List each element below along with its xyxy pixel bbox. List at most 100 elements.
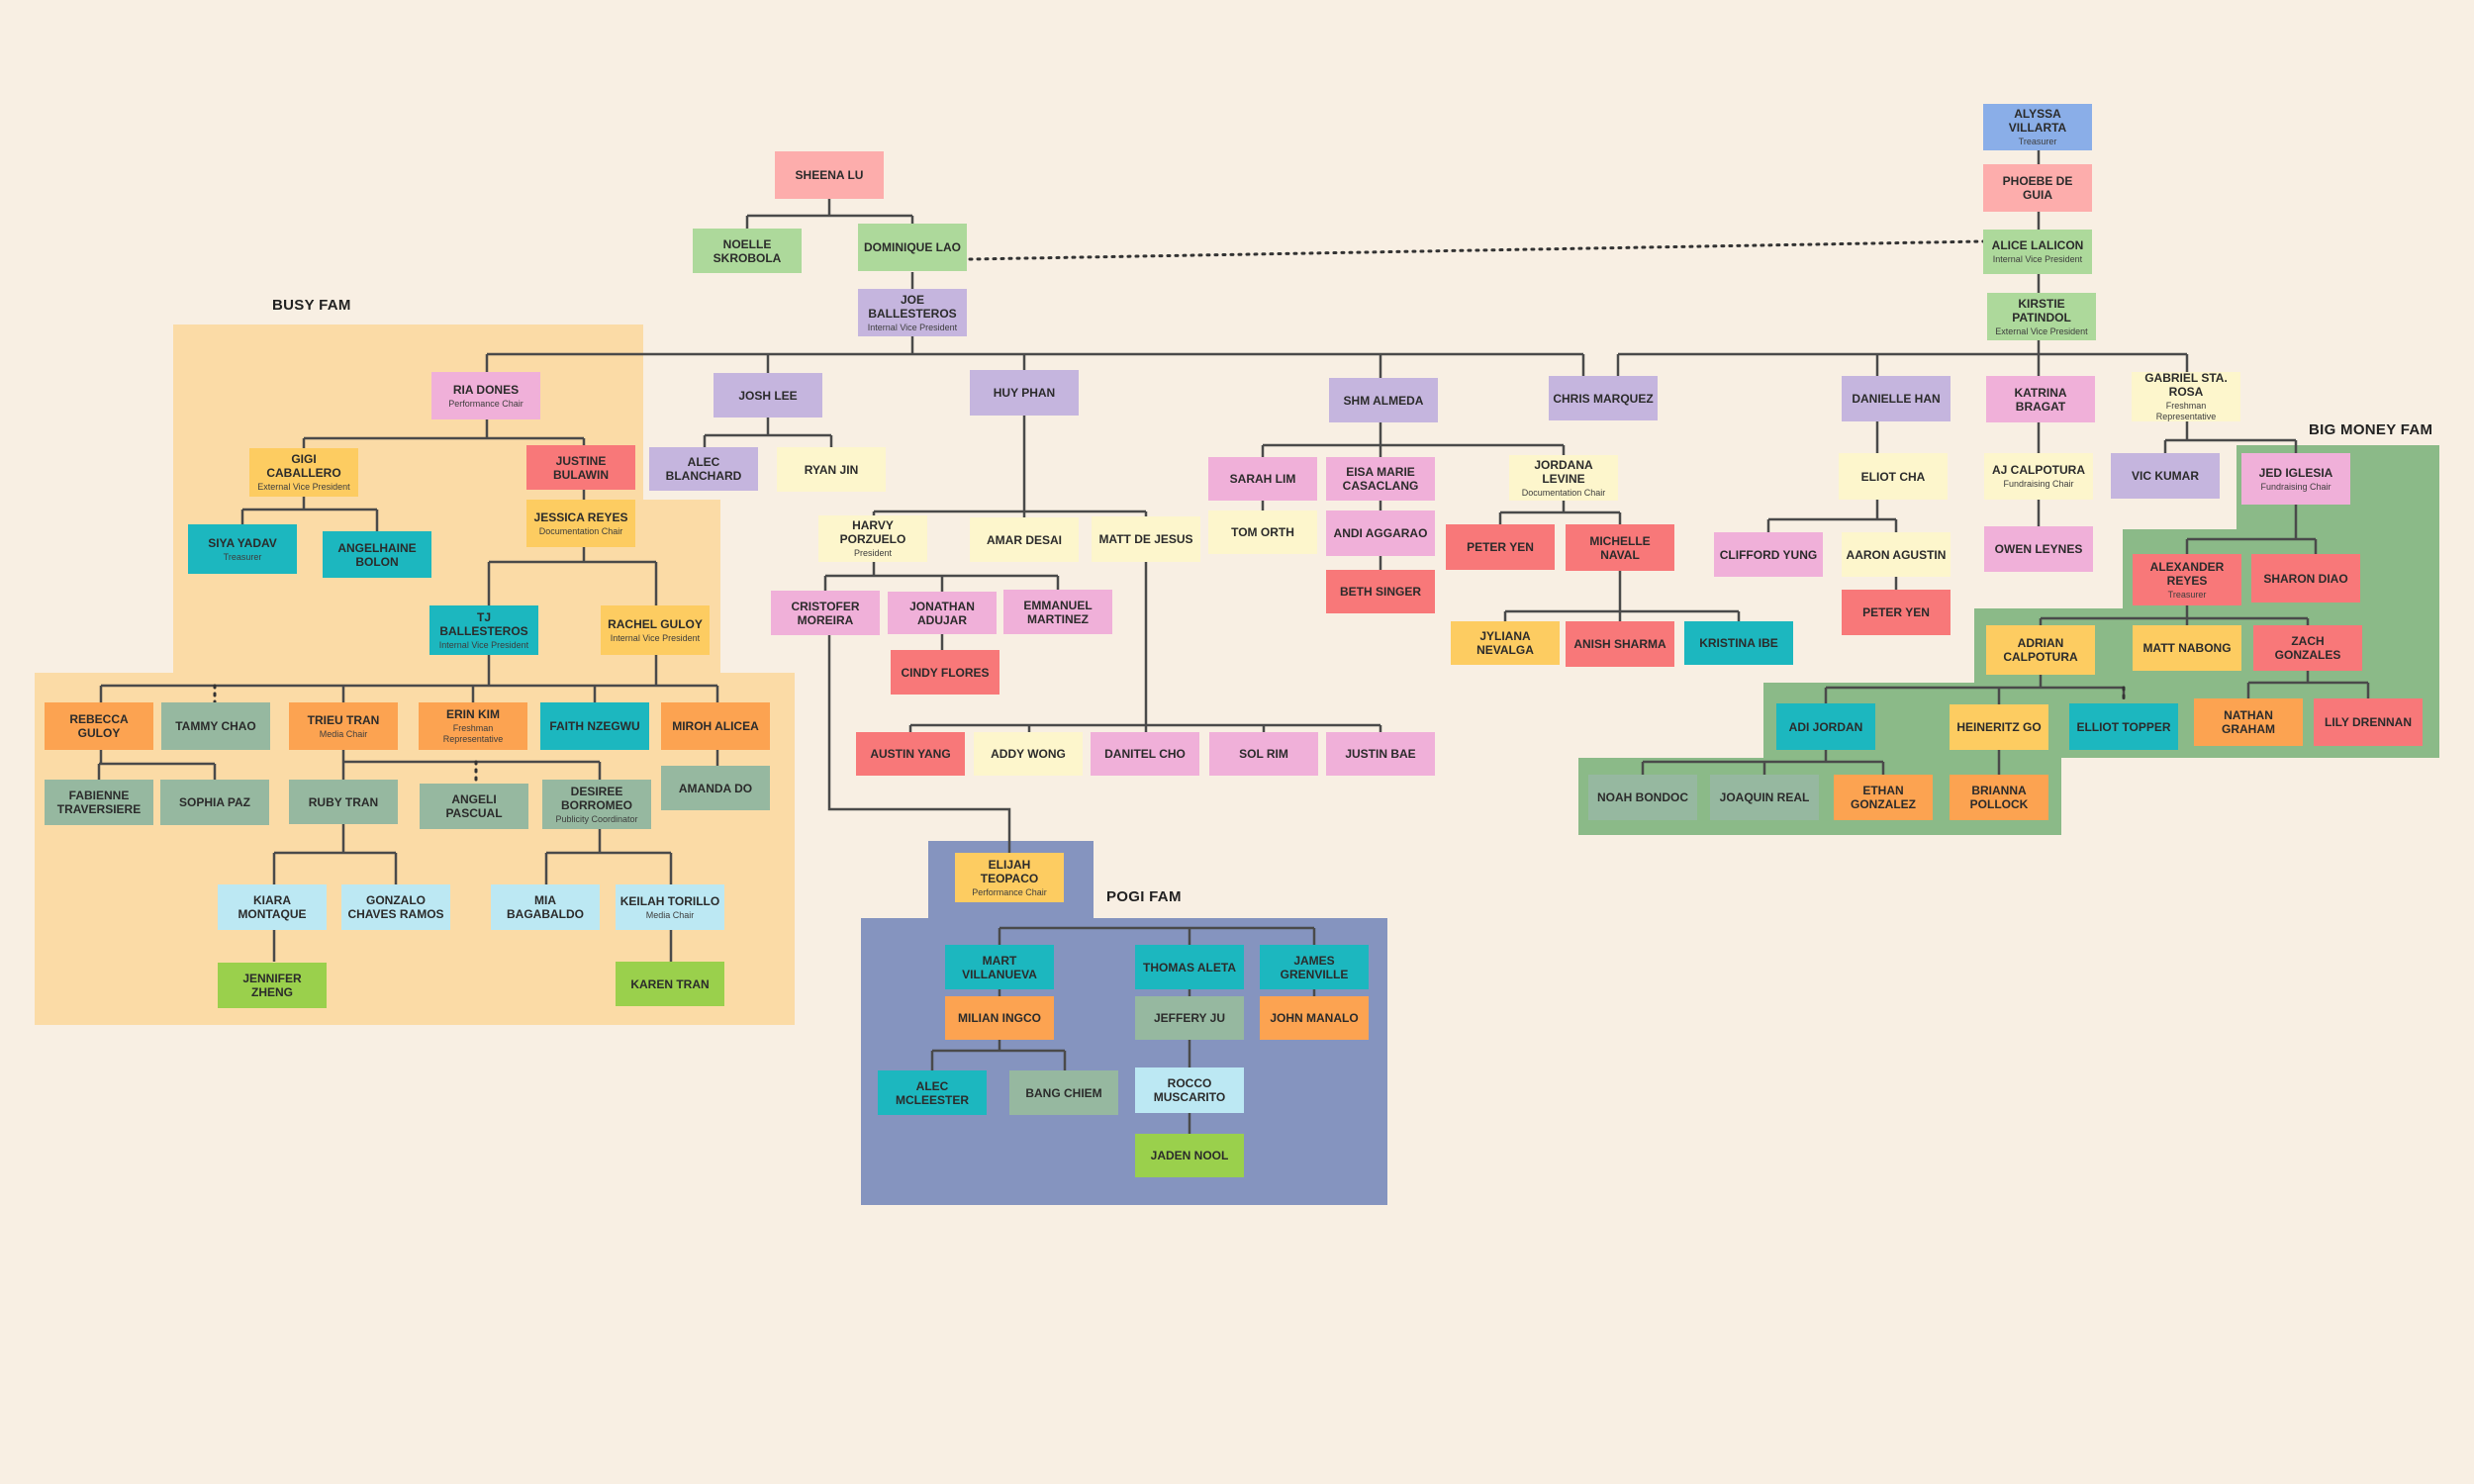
member-box-john-manalo: JOHN MANALO <box>1260 996 1369 1040</box>
member-box-elliot-topper: ELLIOT TOPPER <box>2069 703 2178 750</box>
member-box-andi-aggarao: ANDI AGGARAO <box>1326 510 1435 556</box>
member-role: Internal Vice President <box>438 639 529 650</box>
member-box-jaden-nool: JADEN NOOL <box>1135 1134 1244 1177</box>
member-role: Documentation Chair <box>538 525 623 536</box>
member-box-shm-almeda: SHM ALMEDA <box>1329 378 1438 422</box>
member-box-mart-villanueva: MART VILLANUEVA <box>945 945 1054 989</box>
member-box-austin-yang: AUSTIN YANG <box>856 732 965 776</box>
member-name: ZACH GONZALES <box>2274 634 2341 662</box>
member-role: Treasurer <box>223 551 262 562</box>
member-name: JOSH LEE <box>738 388 798 403</box>
member-box-justin-bae: JUSTIN BAE <box>1326 732 1435 776</box>
member-name: ADDY WONG <box>991 747 1066 761</box>
member-box-sarah-lim: SARAH LIM <box>1208 457 1317 501</box>
member-name: JEFFERY JU <box>1153 1011 1226 1025</box>
member-name: PETER YEN <box>1862 605 1930 619</box>
member-box-chris-marquez: CHRIS MARQUEZ <box>1549 376 1658 420</box>
member-name: OWEN LEYNES <box>1994 542 2083 556</box>
member-box-sol-rim: SOL RIM <box>1209 732 1318 776</box>
member-name: BANG CHIEM <box>1025 1085 1102 1100</box>
member-role: President <box>853 548 893 558</box>
member-box-matt-de-jesus: MATT DE JESUS <box>1092 516 1200 562</box>
member-name: REBECCA GULOY <box>69 712 129 740</box>
member-name: ALEXANDER REYES <box>2149 559 2225 588</box>
member-box-addy-wong: ADDY WONG <box>974 732 1083 776</box>
member-name: PETER YEN <box>1467 540 1534 554</box>
member-name: ALICE LALICON <box>1991 238 2084 252</box>
member-name: HUY PHAN <box>993 386 1056 400</box>
member-name: KRISTINA IBE <box>1699 636 1778 650</box>
member-role: Media Chair <box>645 909 695 920</box>
member-box-kiara-montaque: KIARA MONTAQUE <box>218 884 327 930</box>
member-name: NOAH BONDOC <box>1597 790 1688 804</box>
member-name: ETHAN GONZALEZ <box>1851 784 1916 811</box>
member-name: EISA MARIE CASACLANG <box>1342 465 1419 493</box>
member-role: Media Chair <box>319 728 368 739</box>
member-name: CLIFFORD YUNG <box>1719 547 1818 562</box>
member-role: Internal Vice President <box>1992 254 2083 264</box>
member-role: Publicity Coordinator <box>555 813 638 824</box>
member-box-tammy-chao: TAMMY CHAO <box>161 702 270 750</box>
member-box-bang-chiem: BANG CHIEM <box>1009 1070 1118 1115</box>
member-role: Performance Chair <box>972 886 1047 897</box>
member-name: ROCCO MUSCARITO <box>1153 1076 1226 1104</box>
member-role: Freshman Representative <box>2155 401 2217 421</box>
member-box-amar-desai: AMAR DESAI <box>970 517 1079 562</box>
member-name: HEINERITZ GO <box>1956 720 2042 734</box>
member-box-noah-bondoc: NOAH BONDOC <box>1588 775 1697 820</box>
member-name: KEILAH TORILLO <box>619 893 720 908</box>
member-name: SOPHIA PAZ <box>178 795 250 809</box>
member-name: RACHEL GULOY <box>608 616 703 631</box>
member-box-fabienne-traversiere: FABIENNE TRAVERSIERE <box>45 780 153 825</box>
member-name: AJ CALPOTURA <box>1991 463 2085 477</box>
member-name: JYLIANA NEVALGA <box>1476 629 1534 657</box>
member-role: External Vice President <box>257 482 350 492</box>
member-name: THOMAS ALETA <box>1143 960 1236 974</box>
member-name: MATT DE JESUS <box>1098 532 1193 546</box>
member-name: SHM ALMEDA <box>1343 393 1424 408</box>
member-box-aj-calpotura: AJ CALPOTURA Fundraising Chair <box>1984 453 2093 500</box>
member-box-karen-tran: KAREN TRAN <box>616 962 724 1006</box>
member-box-adi-jordan: ADI JORDAN <box>1776 703 1875 750</box>
member-role: Fundraising Chair <box>2003 479 2074 489</box>
member-name: PHOEBE DE GUIA <box>2002 174 2073 202</box>
member-name: ERIN KIM <box>446 707 500 721</box>
member-role: Internal Vice President <box>610 632 701 643</box>
member-box-emmanuel-martinez: EMMANUEL MARTINEZ <box>1003 590 1112 634</box>
member-name: HARVY PORZUELO <box>839 518 906 546</box>
member-box-rocco-muscarito: ROCCO MUSCARITO <box>1135 1067 1244 1113</box>
member-name: VIC KUMAR <box>2132 469 2199 483</box>
member-name: JENNIFER ZHENG <box>242 972 302 999</box>
member-box-ruby-tran: RUBY TRAN <box>289 780 398 824</box>
member-role: Treasurer <box>2167 589 2207 600</box>
member-name: CRISTOFER MOREIRA <box>791 599 860 627</box>
member-box-alec-mcleester: ALEC MCLEESTER <box>878 1070 987 1115</box>
member-box-dominique-lao: DOMINIQUE LAO <box>858 224 967 271</box>
member-box-alice-lalicon: ALICE LALICON Internal Vice President <box>1983 230 2092 274</box>
member-name: MILIAN INGCO <box>958 1011 1041 1025</box>
member-name: ADI JORDAN <box>1788 719 1863 734</box>
member-name: ALEC BLANCHARD <box>665 455 742 483</box>
member-box-katrina-bragat: KATRINA BRAGAT <box>1986 376 2095 422</box>
member-name: GABRIEL STA. ROSA <box>2144 371 2228 399</box>
member-box-thomas-aleta: THOMAS ALETA <box>1135 945 1244 989</box>
member-name: JOE BALLESTEROS <box>868 292 957 321</box>
member-name: ELLIOT TOPPER <box>2076 719 2171 734</box>
member-box-sharon-diao: SHARON DIAO <box>2251 554 2360 603</box>
member-name: DANITEL CHO <box>1104 747 1186 761</box>
member-name: KATRINA BRAGAT <box>2014 385 2067 414</box>
member-name: ANGELI PASCUAL <box>445 792 503 820</box>
member-name: JADEN NOOL <box>1150 1149 1229 1162</box>
member-box-angelhaine-bolon: ANGELHAINE BOLON <box>323 531 431 578</box>
member-name: JAMES GRENVILLE <box>1280 953 1349 981</box>
member-box-noelle-skrobola: NOELLE SKROBOLA <box>693 229 802 273</box>
member-name: GIGI CABALLERO <box>266 452 341 480</box>
member-name: JONATHAN ADUJAR <box>909 599 975 627</box>
member-box-danielle-han: DANIELLE HAN <box>1842 376 1951 421</box>
member-box-miroh-alicea: MIROH ALICEA <box>661 702 770 750</box>
